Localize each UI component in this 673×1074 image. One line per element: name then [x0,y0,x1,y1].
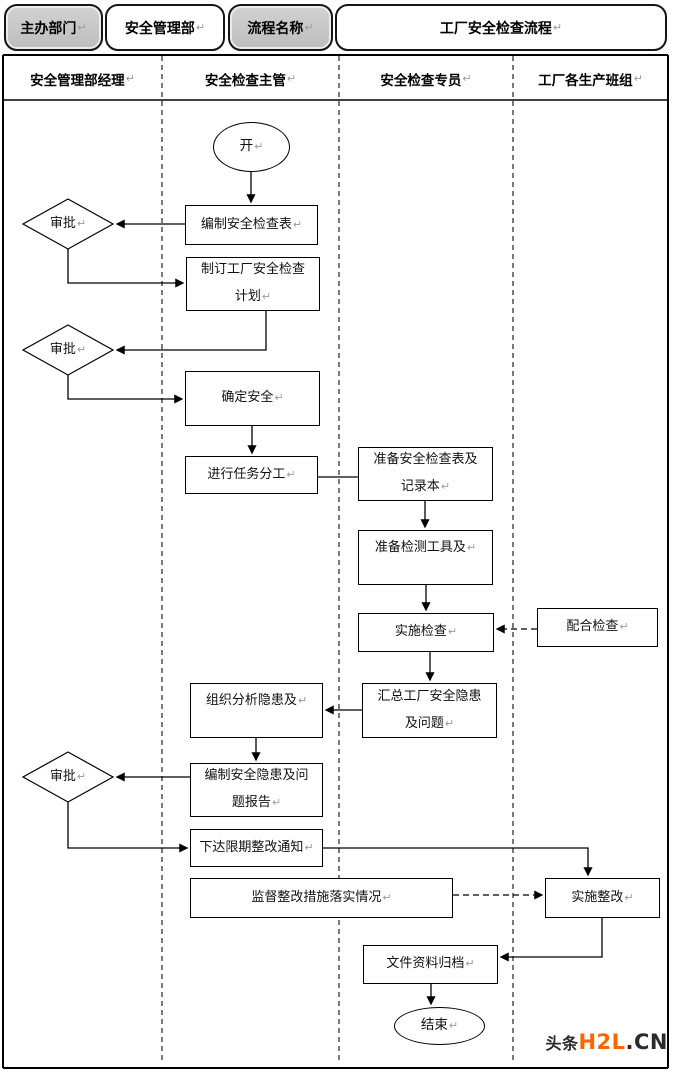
node-label: 下达限期整改通知↵ [199,839,314,855]
return-mark-icon: ↵ [286,467,296,481]
watermark-suffix: .CN [625,1030,668,1054]
return-mark-icon: ↵ [304,840,314,854]
node-summarize-hazards-and-issues[interactable]: 汇总工厂安全隐患 及问题↵ [362,683,497,738]
node-label: 文件资料归档↵ [386,956,475,972]
return-mark-icon: ↵ [382,890,392,904]
node-issue-rectification-notice[interactable]: 下达限期整改通知↵ [190,829,323,867]
node-make-factory-inspection-plan[interactable]: 制订工厂安全检查 计划↵ [186,257,320,311]
node-approval-2[interactable]: 审批↵ [23,325,113,375]
return-mark-icon: ↵ [552,21,563,34]
node-label: 准备安全检查表及 记录本↵ [373,452,478,494]
return-mark-icon: ↵ [77,21,87,34]
table-frame [2,54,669,1069]
return-mark-icon: ↵ [444,716,455,730]
watermark-brand: H2L [578,1030,626,1054]
diamond-outline-approval-1 [21,198,115,250]
node-label: 制订工厂安全检查 计划↵ [200,262,305,304]
node-cooperate-with-inspection[interactable]: 配合检查↵ [537,608,658,647]
diamond-outline-approval-3 [21,751,115,803]
node-prepare-checklist-and-notebook[interactable]: 准备安全检查表及 记录本↵ [358,447,493,501]
edge-notice-to-implement [323,847,593,877]
return-mark-icon: ↵ [297,694,308,707]
node-archive-documents[interactable]: 文件资料归档↵ [363,945,498,984]
return-mark-icon: ↵ [292,217,303,231]
node-compile-hazard-report[interactable]: 编制安全隐患及问 题报告↵ [190,763,323,817]
node-prepare-testing-tools[interactable]: 准备检测工具及↵ [358,530,493,585]
return-mark-icon: ↵ [76,342,87,356]
edge-approval3-to-notice [67,802,189,853]
return-mark-icon: ↵ [624,890,634,904]
return-mark-icon: ↵ [466,541,477,554]
node-label: 组织分析隐患及↵ [205,693,308,708]
title-cell-process-name-value: 工厂安全检查流程↵ [335,4,667,51]
node-start[interactable]: 开↵ [213,122,290,172]
flow-edges [67,172,603,1006]
edge-implement-to-archive [499,918,603,962]
diamond-outlines [21,198,115,803]
node-label: 编制安全检查表↵ [200,216,303,232]
title-cell-host-dept-value: 安全管理部↵ [105,4,225,51]
return-mark-icon: ↵ [286,72,297,85]
node-label: 审批↵ [49,215,87,231]
node-confirm-safety[interactable]: 确定安全↵ [185,371,320,426]
node-label: 准备检测工具及↵ [374,540,477,555]
return-mark-icon: ↵ [448,1019,459,1033]
return-mark-icon: ↵ [271,796,282,809]
node-label: 审批↵ [49,768,87,784]
lane-header-inspection-supervisor: 安全检查主管↵ [204,72,297,89]
watermark: 头条 H2L .CN [545,1030,668,1054]
return-mark-icon: ↵ [125,72,135,85]
node-end[interactable]: 结束↵ [394,1007,485,1045]
node-label: 结束↵ [420,1017,459,1034]
return-mark-icon: ↵ [619,620,629,634]
lane-header-safety-dept-manager: 安全管理部经理↵ [30,72,135,89]
return-mark-icon: ↵ [195,21,206,34]
edge-approval2-to-confirm [67,375,184,404]
return-mark-icon: ↵ [304,21,314,34]
node-draft-safety-checklist[interactable]: 编制安全检查表↵ [185,205,318,245]
node-label: 审批↵ [49,341,87,357]
node-label: 确定安全↵ [221,390,284,406]
return-mark-icon: ↵ [465,957,475,971]
node-supervise-rectification-implementation[interactable]: 监督整改措施落实情况↵ [190,878,453,918]
return-mark-icon: ↵ [440,480,451,493]
node-label: 配合检查↵ [566,619,629,635]
lane-header-production-teams: 工厂各生产班组↵ [538,72,643,89]
node-label: 实施检查↵ [394,624,458,640]
node-implement-rectification[interactable]: 实施整改↵ [545,878,660,918]
node-label: 汇总工厂安全隐患 及问题↵ [377,688,482,731]
node-label: 编制安全隐患及问 题报告↵ [204,768,309,810]
return-mark-icon: ↵ [76,769,87,783]
return-mark-icon: ↵ [462,72,472,85]
node-assign-tasks[interactable]: 进行任务分工↵ [185,456,318,494]
return-mark-icon: ↵ [76,216,87,230]
title-cell-host-dept-label: 主办部门↵ [4,4,103,51]
node-label: 监督整改措施落实情况↵ [251,889,392,905]
return-mark-icon: ↵ [447,625,458,639]
node-approval-1[interactable]: 审批↵ [23,199,113,249]
return-mark-icon: ↵ [261,290,272,303]
node-label: 进行任务分工↵ [207,466,296,482]
return-mark-icon: ↵ [274,391,284,405]
title-cell-process-name-label: 流程名称↵ [228,4,333,51]
edge-approval1-to-plan [67,249,185,288]
node-organize-hazard-analysis[interactable]: 组织分析隐患及↵ [190,683,323,738]
return-mark-icon: ↵ [633,72,643,85]
diamond-outline-approval-2 [21,324,115,376]
node-approval-3[interactable]: 审批↵ [23,752,113,802]
return-mark-icon: ↵ [254,140,264,154]
node-label: 实施整改↵ [571,889,634,905]
edge-plan-to-approval2 [115,311,267,355]
watermark-prefix: 头条 [545,1034,579,1053]
node-conduct-inspection[interactable]: 实施检查↵ [358,613,494,652]
lane-header-inspection-specialist: 安全检查专员↵ [380,72,472,89]
node-label: 开↵ [239,138,264,155]
